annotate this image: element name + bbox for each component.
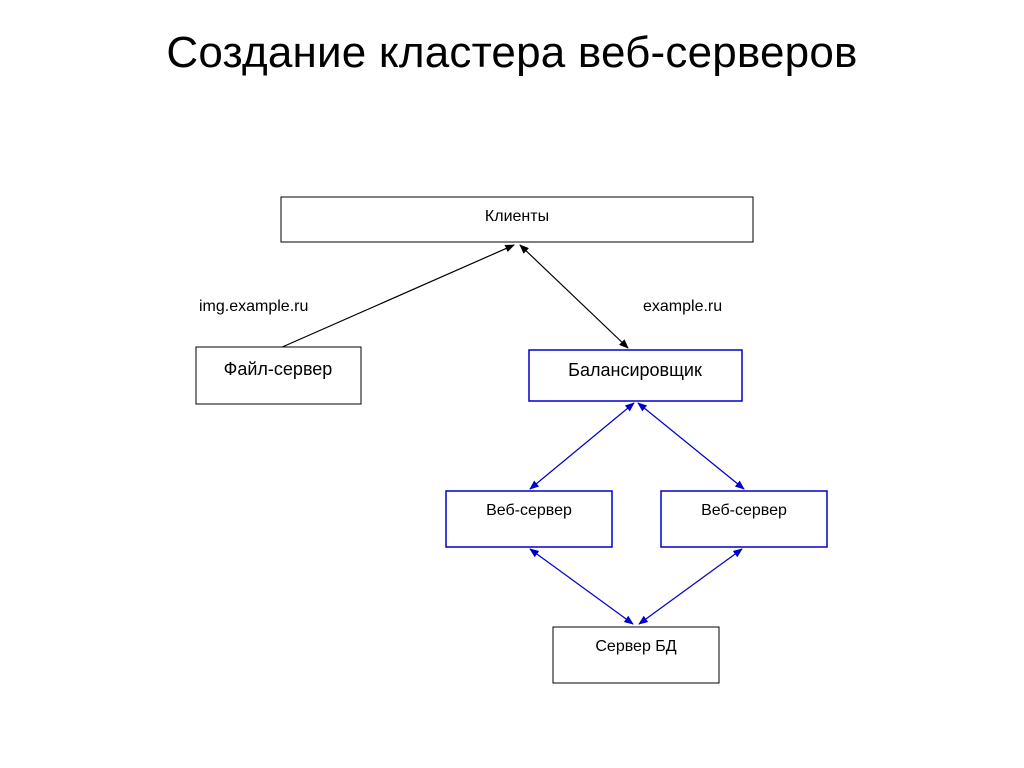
edge-balancer-web-server-2 bbox=[637, 402, 745, 490]
edge-web-server-2-db bbox=[638, 548, 743, 625]
edge-label-main: example.ru bbox=[643, 298, 722, 315]
node-db-server: Сервер БД bbox=[552, 626, 720, 684]
slide-title: Создание кластера веб-серверов bbox=[166, 28, 858, 77]
node-balancer-label: Балансировщик bbox=[568, 360, 702, 380]
edge-web-server-1-db bbox=[529, 548, 634, 625]
node-clients: Клиенты bbox=[280, 196, 754, 243]
node-db-server-label: Сервер БД bbox=[595, 638, 676, 655]
edge-clients-balancer bbox=[519, 244, 629, 349]
node-clients-label: Клиенты bbox=[485, 208, 549, 225]
node-web-server-2: Веб-сервер bbox=[660, 490, 828, 548]
node-balancer: Балансировщик bbox=[528, 349, 743, 402]
node-web-server-1-label: Веб-сервер bbox=[486, 502, 572, 519]
node-file-server-label: Файл-сервер bbox=[224, 359, 333, 379]
node-web-server-1: Веб-сервер bbox=[445, 490, 613, 548]
edge-label-img: img.example.ru bbox=[199, 298, 308, 315]
node-web-server-2-label: Веб-сервер bbox=[701, 502, 787, 519]
edge-file-server-to-clients bbox=[279, 244, 515, 349]
edge-balancer-web-server-1 bbox=[529, 402, 635, 490]
node-file-server: Файл-сервер bbox=[195, 346, 362, 405]
